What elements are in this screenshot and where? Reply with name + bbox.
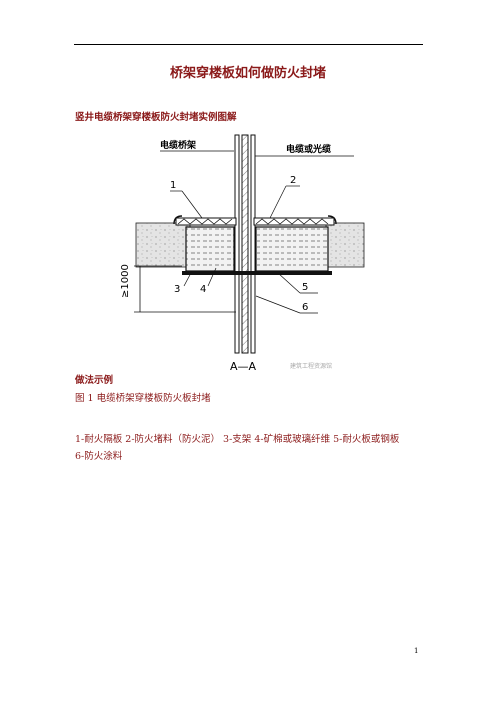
label-cable: 电缆或光缆	[286, 143, 331, 155]
cable-tray-vertical	[234, 134, 256, 354]
section-heading: 竖井电缆桥架穿楼板防火封堵实例图解	[75, 112, 237, 123]
legend-line: 1-耐火隔板 2-防火堵料（防火泥） 3-支架 4-矿棉或玻璃纤维 5-耐火板或…	[75, 434, 400, 445]
page-number: 1	[414, 647, 419, 655]
dimension-label: ≥1000	[120, 264, 131, 298]
header-rule	[74, 44, 423, 45]
watermark: 建筑工程资源馆	[290, 362, 332, 370]
legend-line: 6-防火涂料	[75, 451, 123, 462]
concrete-slab	[135, 222, 365, 268]
callout-4: 4	[200, 267, 217, 295]
label-cable-tray: 电缆桥架	[160, 139, 196, 151]
callout-2: 2	[269, 175, 300, 219]
fire-barrier-bottom	[182, 271, 332, 275]
svg-text:2: 2	[290, 175, 296, 186]
example-heading: 做法示例	[75, 375, 114, 386]
figure-legend: 1-耐火隔板 2-防火堵料（防火泥） 3-支架 4-矿棉或玻璃纤维 5-耐火板或…	[75, 431, 425, 465]
svg-text:3: 3	[174, 284, 180, 295]
callout-3: 3	[174, 270, 193, 295]
svg-text:6: 6	[302, 302, 308, 313]
svg-text:5: 5	[302, 282, 308, 293]
callout-5: 5	[277, 272, 318, 294]
svg-text:1: 1	[170, 180, 176, 191]
firestop-fill	[185, 226, 329, 272]
firestop-section-diagram: ≥1000 电缆桥架 电缆或光缆 1 2 3 4 5 6 A—A 建筑工程资源馆	[120, 134, 365, 373]
dimension-marker: ≥1000	[120, 264, 236, 313]
callout-6: 6	[255, 295, 318, 314]
svg-text:4: 4	[200, 284, 206, 295]
figure-caption: 图 1 电缆桥架穿楼板防火板封堵	[75, 393, 211, 404]
fire-barrier-top	[173, 215, 337, 226]
section-label: A—A	[230, 360, 257, 373]
callout-1: 1	[170, 180, 203, 219]
page-title: 桥架穿楼板如何做防火封堵	[169, 66, 326, 81]
